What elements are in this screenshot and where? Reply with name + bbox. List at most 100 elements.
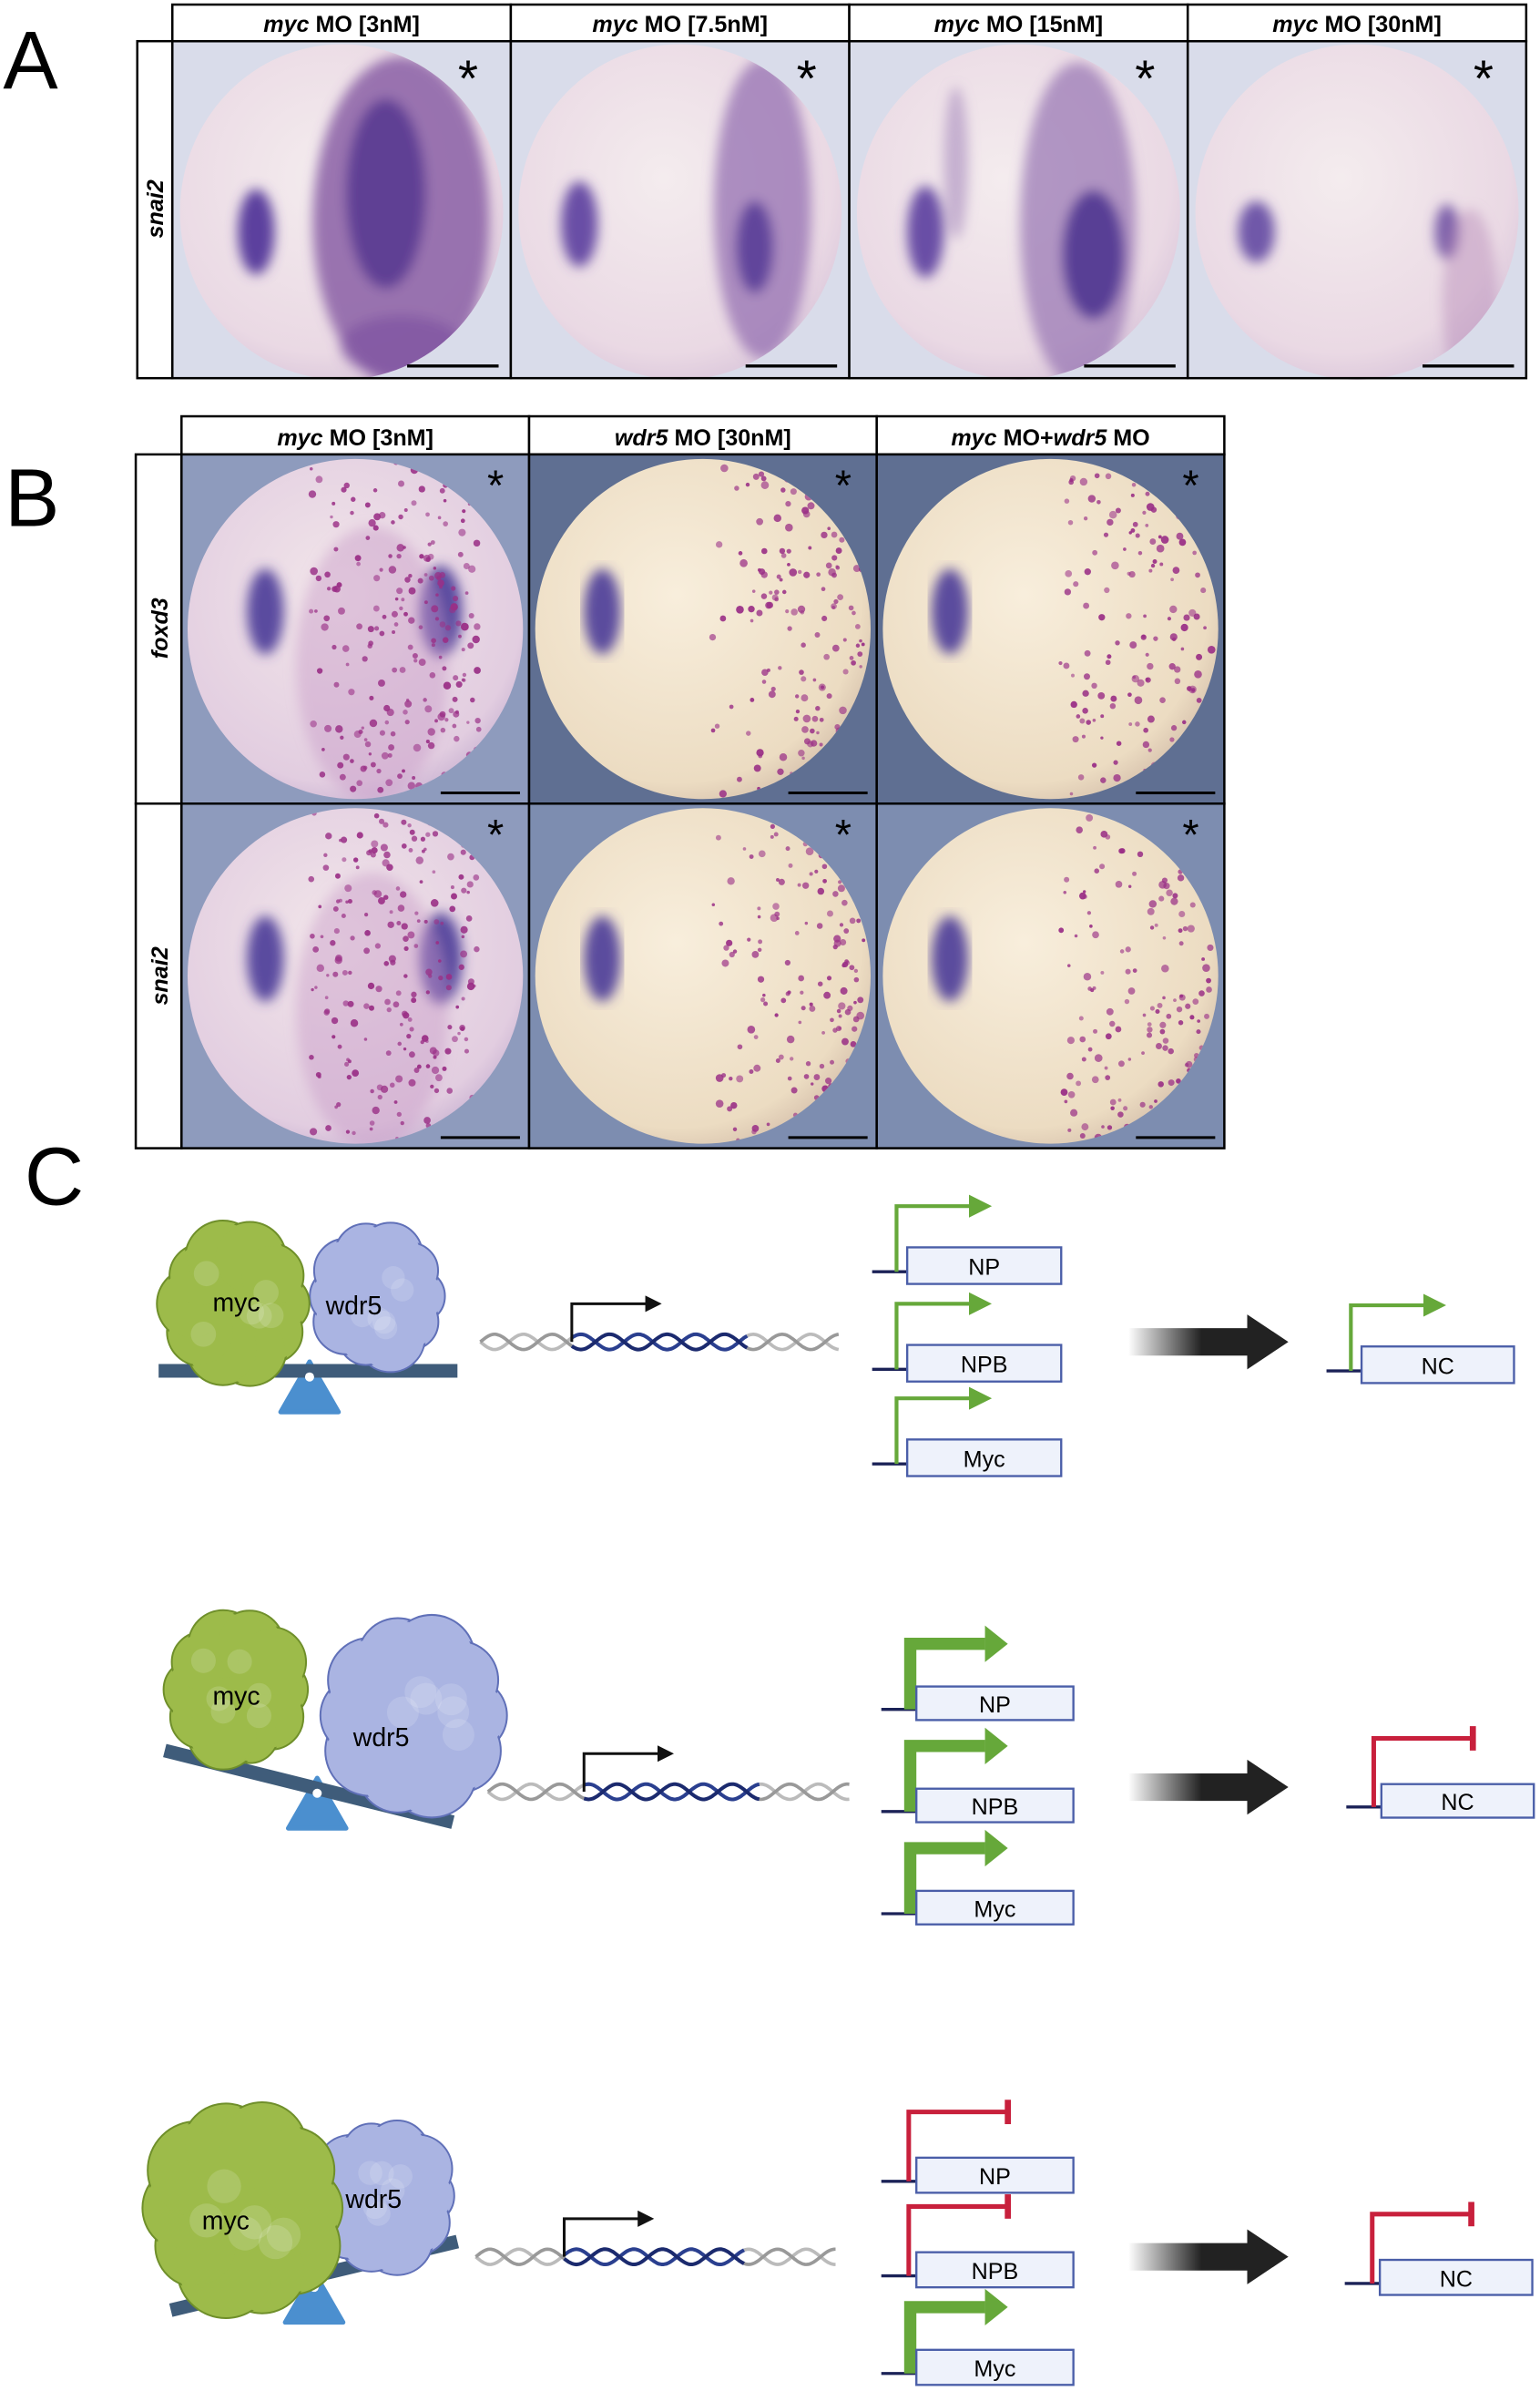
asterisk-marker: * (487, 462, 504, 509)
activation-arrow (894, 1194, 993, 1272)
column-header: myc MO [3nM] (277, 425, 433, 451)
gene-box (915, 1889, 1075, 1926)
gene-box (1380, 1783, 1535, 1819)
gene-name: myc (263, 12, 309, 37)
asterisk-marker: * (458, 49, 478, 107)
column-header: myc MO [15nM] (934, 12, 1104, 37)
gene-name: myc (951, 425, 996, 451)
stain (736, 200, 773, 293)
gene-off: NC (1346, 1726, 1535, 1819)
gene-box (1360, 1345, 1515, 1385)
gene-up: Myc (881, 1829, 1075, 1926)
result-arrow (1127, 1314, 1289, 1370)
column-header: myc MO [3nM] (263, 12, 420, 37)
wdr5-label: wdr5 (325, 1292, 382, 1321)
gene-label: Myc (974, 1896, 1015, 1922)
gene-box (915, 1685, 1075, 1722)
gene-up: Myc (881, 2288, 1075, 2386)
embryo (535, 458, 871, 800)
stain (346, 98, 426, 289)
asterisk-marker: * (1182, 811, 1198, 858)
panel-label-a: A (3, 15, 58, 107)
gene-box (915, 2251, 1075, 2289)
stain (238, 189, 275, 275)
column-header-cell (509, 3, 851, 43)
embryo (535, 808, 871, 1144)
dna-helix (474, 2210, 836, 2267)
gene-box (905, 1438, 1063, 1477)
repression-arrow (1371, 1735, 1474, 1807)
strong-activation-arrow (903, 2301, 985, 2374)
panel-a: snai2 *myc MO [3nM]*myc MO [7.5nM]*myc M… (136, 3, 1528, 380)
asterisk-marker: * (835, 462, 852, 509)
activation-arrow (894, 1386, 993, 1465)
fulcrum (285, 1775, 349, 1831)
myc-protein (156, 1219, 311, 1387)
stain-dots (711, 808, 868, 1144)
gene-label: NC (1440, 2266, 1473, 2292)
treatment: MO (1107, 425, 1149, 451)
column-header-cell (848, 3, 1189, 43)
strong-activation-arrow (903, 1740, 985, 1812)
stain (584, 568, 621, 655)
treatment: MO+ (997, 425, 1054, 451)
result-arrow (1127, 2229, 1289, 2284)
embryo-image-r1-c2: * (527, 453, 878, 805)
column-header-cell (527, 414, 878, 456)
gene-label: NP (968, 1255, 1000, 1281)
result-arrow (1127, 1759, 1289, 1815)
myc-protein (162, 1609, 310, 1771)
transcription-start-arrow (582, 1745, 675, 1793)
gene-name: wdr5 (1054, 425, 1108, 451)
stain (931, 915, 969, 1002)
gene-up: NP (881, 1625, 1075, 1722)
gene-off: NPB (881, 2194, 1075, 2289)
gene-box (1378, 2258, 1534, 2296)
strong-activation-arrow (903, 1637, 985, 1710)
transcription-start-arrow (570, 1295, 662, 1343)
gene-name: myc (592, 12, 637, 37)
panel-label-c: C (25, 1131, 84, 1223)
asterisk-marker: * (835, 811, 852, 858)
gene-box (915, 2156, 1075, 2194)
fulcrum (278, 1359, 342, 1415)
row-label-foxd3: foxd3 (148, 598, 173, 659)
gene-label: NC (1422, 1354, 1454, 1379)
treatment: MO [3nM] (323, 425, 433, 451)
stain-dots (308, 459, 482, 796)
embryo-image-r2-c1: * (180, 802, 531, 1150)
gene-on: NPB (872, 1292, 1063, 1383)
myc-protein (141, 2100, 344, 2319)
gene-label: NC (1441, 1790, 1474, 1815)
row-label-cell (136, 39, 174, 380)
gene-box (915, 1787, 1075, 1824)
embryo (1195, 44, 1519, 380)
strong-activation-arrow (903, 1842, 985, 1915)
gene-box (905, 1246, 1063, 1285)
stain (931, 568, 969, 655)
panel-b: foxd3 snai2 myc MO [3nM]**wdr5 MO [30nM]… (134, 414, 1226, 1150)
treatment: MO [7.5nM] (638, 12, 768, 37)
wdr5-protein (309, 1221, 446, 1374)
activation-arrow (1349, 1293, 1446, 1372)
embryo-image-1: * (170, 39, 513, 380)
myc-label: myc (202, 2207, 250, 2236)
gene-name: myc (1272, 12, 1318, 37)
column-header-cell (875, 414, 1226, 456)
treatment: MO [30nM] (1319, 12, 1442, 37)
repression-arrow (906, 2203, 1008, 2276)
gene-off: NC (1344, 2202, 1534, 2296)
asterisk-marker: * (487, 811, 504, 858)
asterisk-marker: * (1135, 49, 1155, 107)
column-header: myc MO [30nM] (1272, 12, 1442, 37)
wdr5-label: wdr5 (344, 2185, 402, 2214)
stain (247, 568, 284, 655)
dna-helix (479, 1295, 840, 1352)
myc-label: myc (212, 1289, 260, 1318)
gene-label: NPB (972, 2259, 1019, 2284)
stain (1062, 190, 1124, 319)
panel-label-b: B (5, 453, 59, 545)
